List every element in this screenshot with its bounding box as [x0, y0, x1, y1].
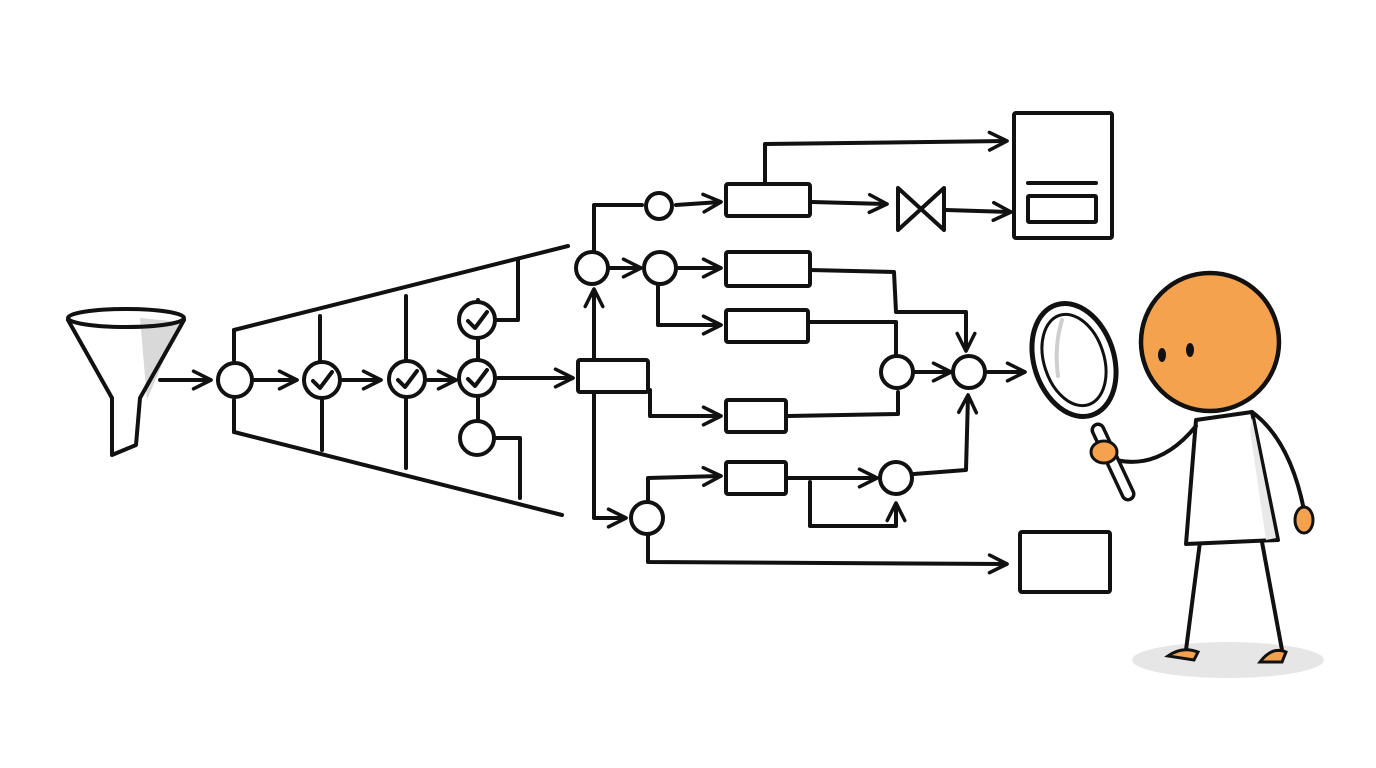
- right-hand: [1293, 505, 1315, 535]
- ground-shadow: [1132, 642, 1324, 678]
- left-foot: [1164, 648, 1201, 662]
- check-node: [457, 358, 497, 398]
- funnel-icon: [66, 307, 186, 457]
- branch-node: [644, 191, 674, 221]
- check-node: [457, 300, 497, 340]
- merge-node: [879, 354, 915, 390]
- check-icon: [396, 369, 419, 389]
- split-node: [574, 250, 610, 286]
- analyst-figure: [1029, 270, 1324, 678]
- document-icon: [1012, 111, 1114, 240]
- bowtie-valve-icon: [896, 186, 946, 232]
- branch-node: [458, 419, 496, 457]
- branch-node: [642, 250, 678, 286]
- process-box: [576, 358, 650, 394]
- left-eye: [1158, 348, 1166, 362]
- head: [1138, 270, 1282, 414]
- right-foot: [1256, 648, 1288, 664]
- process-box: [724, 308, 810, 344]
- check-node: [387, 359, 427, 399]
- check-node: [302, 360, 342, 400]
- left-hand: [1089, 439, 1119, 465]
- process-box: [724, 250, 812, 288]
- process-boxes: [576, 182, 812, 496]
- connectors: [158, 130, 1027, 575]
- magnifying-glass-icon: [1029, 300, 1136, 502]
- check-icons: [311, 310, 489, 390]
- start-node: [216, 361, 254, 399]
- process-box: [724, 398, 788, 434]
- right-eye: [1186, 343, 1194, 357]
- check-icon: [311, 370, 334, 390]
- output-box: [1018, 530, 1112, 594]
- process-box: [724, 460, 788, 496]
- check-icon: [466, 368, 489, 388]
- branch-node: [629, 500, 665, 536]
- check-icon: [466, 310, 489, 330]
- process-box: [724, 182, 812, 218]
- merge-node: [951, 354, 987, 390]
- merge-node: [878, 460, 914, 496]
